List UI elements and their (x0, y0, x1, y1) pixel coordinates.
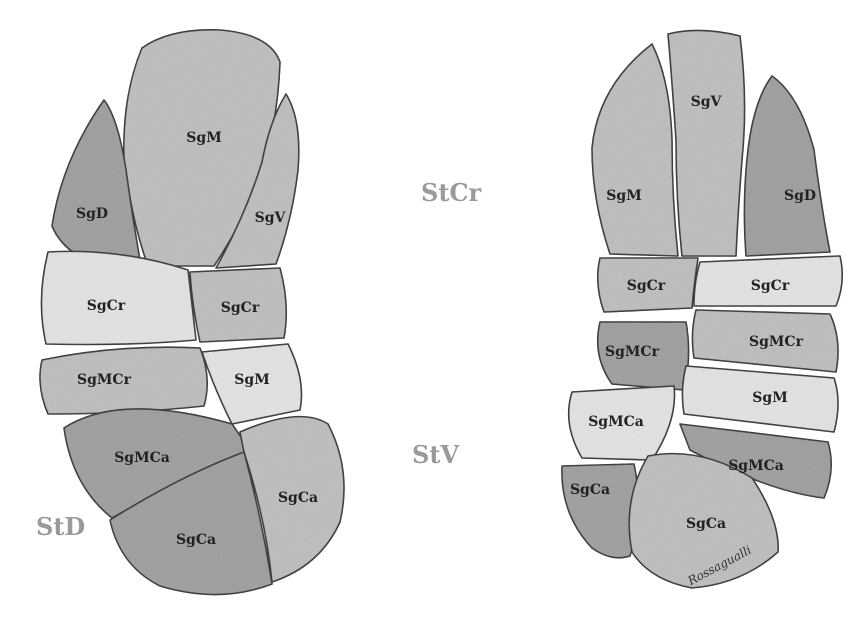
left-segment-label: SgM (234, 372, 269, 388)
left-diagram (40, 30, 344, 595)
right-segment-sgd-texture (744, 76, 830, 256)
right-segment-label: SgCa (686, 516, 726, 532)
right-segment-label: SgCa (570, 482, 610, 498)
right-segment-label: SgM (606, 188, 641, 204)
left-segment-label: SgD (76, 206, 108, 222)
right-segment-label: SgMCr (605, 344, 660, 360)
surface-label-cranial: StCr (421, 178, 481, 207)
left-segment-label: SgMCr (77, 372, 132, 388)
right-segment-sgv-texture (592, 44, 678, 256)
right-segment-label: SgMCa (588, 414, 644, 430)
left-segment-label: SgCa (176, 532, 216, 548)
right-segment-label: SgM (752, 390, 787, 406)
left-segment-label: SgV (255, 210, 287, 226)
left-segment-label: SgCr (87, 298, 126, 314)
right-segment-label: SgCr (751, 278, 790, 294)
left-segment-label: SgM (186, 130, 221, 146)
right-segment-label: SgCr (627, 278, 666, 294)
left-segment-label: SgMCa (114, 450, 170, 466)
right-segment-label: SgMCa (728, 458, 784, 474)
surface-label-dorsal: StD (36, 512, 85, 541)
right-segment-label: SgV (691, 94, 723, 110)
right-segment-label: SgD (784, 188, 816, 204)
right-segment-sgm-top-texture (668, 30, 745, 256)
right-segment-sgca-left-texture (562, 464, 638, 558)
right-segment-label: SgMCr (749, 334, 804, 350)
surface-label-ventral: StV (412, 440, 459, 469)
right-diagram (562, 30, 842, 588)
left-segment-label: SgCa (278, 490, 318, 506)
left-segment-label: SgCr (221, 300, 260, 316)
